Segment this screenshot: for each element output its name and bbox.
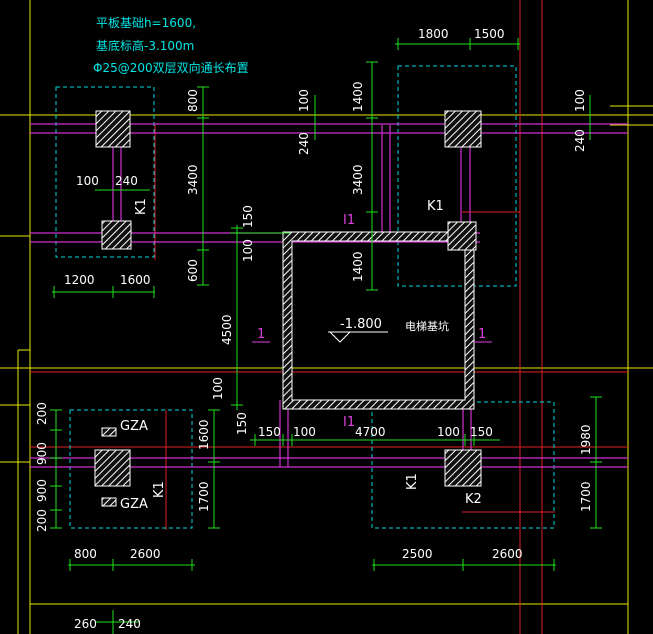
dimension-100: 100: [76, 174, 99, 188]
dimension-260: 260: [74, 617, 97, 631]
elevation-marker: [328, 331, 388, 343]
dimension-900: 900: [35, 442, 49, 465]
dimension-150: 150: [241, 205, 255, 228]
label-k1-top-left: K1: [134, 198, 149, 215]
note-base-elevation: 基底标高-3.100m: [96, 38, 194, 53]
dimension-240: 240: [118, 617, 141, 631]
dimension-240: 240: [115, 174, 138, 188]
dimension-1700: 1700: [579, 481, 593, 512]
label-elevation: -1.800: [340, 317, 382, 332]
label-k1-top-right: K1: [427, 199, 444, 214]
dimension-800: 800: [186, 89, 200, 112]
dimension-1400: 1400: [351, 251, 365, 282]
dimension-900: 900: [35, 479, 49, 502]
dimension-2500: 2500: [402, 547, 433, 561]
dimension-100: 100: [297, 89, 311, 112]
dimension-1600: 1600: [197, 419, 211, 450]
dimension-600: 600: [186, 259, 200, 282]
dimension-4500: 4500: [220, 314, 234, 345]
dimension-texts: 1800 1500 800 3400 600 100 240 150 100 1…: [35, 27, 593, 631]
dimension-1600: 1600: [120, 273, 151, 287]
dimension-240: 240: [297, 132, 311, 155]
dimension-1980: 1980: [579, 424, 593, 455]
dimension-1800: 1800: [418, 27, 449, 41]
dimension-100: 100: [211, 377, 225, 400]
section-mark-top: I1: [343, 213, 355, 228]
axis-lines: [30, 0, 628, 634]
label-elevator-pit: 电梯基坑: [405, 319, 449, 333]
label-k2: K2: [465, 492, 482, 507]
label-k1-bottom-right: K1: [405, 473, 420, 490]
dimension-240: 240: [573, 129, 587, 152]
dimension-100: 100: [437, 425, 460, 439]
note-foundation-thickness: 平板基础h=1600,: [96, 16, 196, 30]
label-k1-bottom-left: K1: [152, 481, 167, 498]
dimension-1500: 1500: [474, 27, 505, 41]
section-mark-right: 1: [478, 327, 486, 342]
dimension-2600: 2600: [130, 547, 161, 561]
dimension-100: 100: [293, 425, 316, 439]
note-rebar: Φ25@200双层双向通长布置: [93, 60, 249, 75]
label-gza-bottom: GZA: [120, 497, 148, 512]
dimension-4700: 4700: [355, 425, 386, 439]
section-mark-bottom: I1: [343, 415, 355, 430]
dimension-150: 150: [470, 425, 493, 439]
dimension-1200: 1200: [64, 273, 95, 287]
dimension-3400: 3400: [186, 164, 200, 195]
dimension-150: 150: [258, 425, 281, 439]
dimension-lines: [50, 38, 602, 634]
dimension-100: 100: [573, 89, 587, 112]
dimension-150: 150: [235, 412, 249, 435]
columns: [94, 110, 482, 507]
dimension-800: 800: [74, 547, 97, 561]
label-gza-top: GZA: [120, 419, 148, 434]
dimension-100: 100: [241, 239, 255, 262]
elevator-pit: [282, 231, 475, 410]
dimension-1700: 1700: [197, 481, 211, 512]
dimension-3400: 3400: [351, 164, 365, 195]
dimension-1400: 1400: [351, 81, 365, 112]
dimension-200: 200: [35, 402, 49, 425]
dimension-2600: 2600: [492, 547, 523, 561]
section-mark-left: 1: [257, 327, 265, 342]
dimension-200: 200: [35, 509, 49, 532]
